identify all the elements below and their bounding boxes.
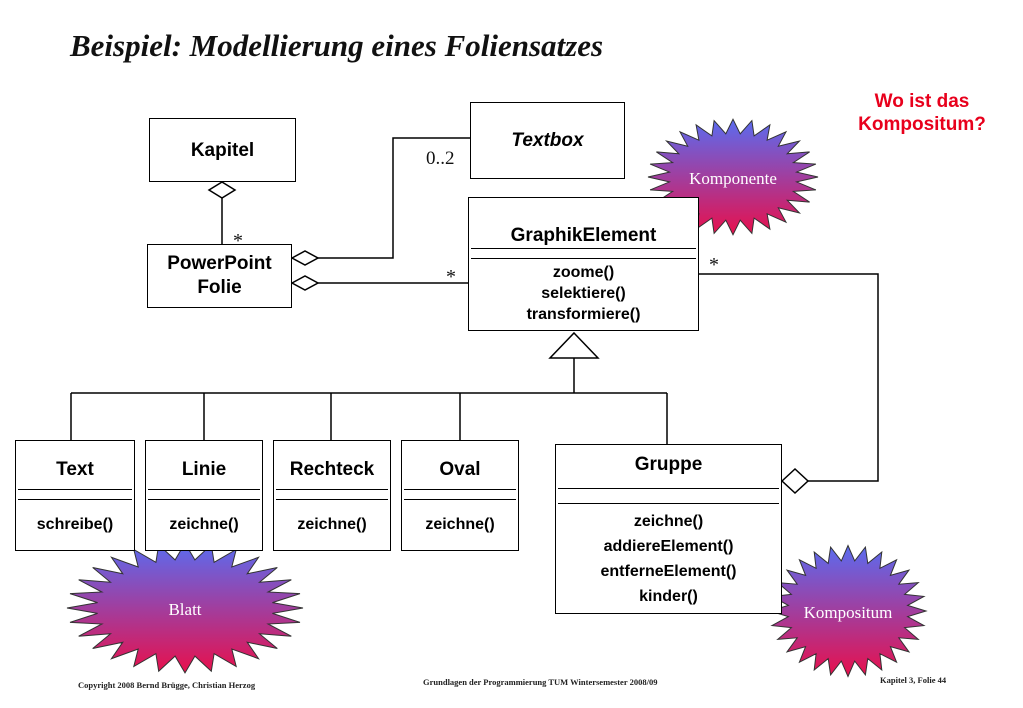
graphik-gruppe-multiplicity: * xyxy=(709,254,719,276)
class-oval-op: zeichne() xyxy=(425,516,495,533)
class-gruppe-name: Gruppe xyxy=(634,454,703,475)
text-separator-2 xyxy=(18,499,132,500)
class-graphikelement: GraphikElement zoome() selektiere() tran… xyxy=(468,197,699,331)
gruppe-op-kinder: kinder() xyxy=(639,588,698,605)
class-linie-op: zeichne() xyxy=(169,516,239,533)
class-kapitel-name: Kapitel xyxy=(190,140,255,161)
gruppe-aggregation-diamond xyxy=(780,467,810,495)
class-linie: Linie zeichne() xyxy=(145,440,263,551)
graphik-op-transformiere: transformiere() xyxy=(526,306,641,323)
class-text-name: Text xyxy=(56,459,94,480)
gruppe-op-zeichne: zeichne() xyxy=(633,513,704,530)
gruppe-op-entferneelement: entferneElement() xyxy=(600,563,737,580)
rechteck-separator-2 xyxy=(276,499,388,500)
oval-separator-2 xyxy=(404,499,516,500)
rechteck-separator-1 xyxy=(276,489,388,490)
class-text-op: schreibe() xyxy=(36,516,114,533)
gruppe-separator-2 xyxy=(558,503,779,504)
textbox-multiplicity: 0..2 xyxy=(426,148,455,169)
text-separator-1 xyxy=(18,489,132,490)
kompositum-starburst: Kompositum xyxy=(768,544,928,678)
class-oval: Oval zeichne() xyxy=(401,440,519,551)
class-textbox-name: Textbox xyxy=(511,130,584,151)
class-rechteck: Rechteck zeichne() xyxy=(273,440,391,551)
class-textbox: Textbox xyxy=(470,102,625,179)
class-oval-name: Oval xyxy=(439,459,481,480)
folie-textbox-diamond xyxy=(290,250,320,266)
blatt-starburst: Blatt xyxy=(66,542,304,674)
graphik-op-selektiere: selektiere() xyxy=(541,285,626,302)
class-kapitel: Kapitel xyxy=(149,118,296,182)
class-rechteck-op: zeichne() xyxy=(297,516,367,533)
gruppe-separator-1 xyxy=(558,488,779,489)
linie-separator-1 xyxy=(148,489,260,490)
footer-course: Grundlagen der Programmierung TUM Winter… xyxy=(423,677,658,687)
slide-title: Beispiel: Modellierung eines Foliensatze… xyxy=(70,28,604,63)
graphik-separator-2 xyxy=(471,258,696,259)
class-powerpoint-folie: PowerPoint Folie xyxy=(147,244,292,308)
inheritance-triangle xyxy=(548,331,600,359)
class-gruppe: Gruppe zeichne() addiereElement() entfer… xyxy=(555,444,782,614)
footer-slide-number: Kapitel 3, Folie 44 xyxy=(880,675,947,685)
folie-textbox-line xyxy=(318,137,470,259)
graphik-gruppe-line xyxy=(698,273,879,482)
question-line-1: Wo ist das xyxy=(874,91,970,112)
folie-graphik-multiplicity: * xyxy=(446,266,456,288)
class-powerpoint-folie-line1: PowerPoint xyxy=(167,253,272,274)
graphik-separator-1 xyxy=(471,248,696,249)
class-graphikelement-name: GraphikElement xyxy=(510,225,657,246)
komponente-label: Komponente xyxy=(689,169,777,188)
linie-separator-2 xyxy=(148,499,260,500)
footer-copyright: Copyright 2008 Bernd Brügge, Christian H… xyxy=(78,680,256,690)
graphik-op-zoome: zoome() xyxy=(552,264,615,281)
gruppe-op-addiereelement: addiereElement() xyxy=(603,538,734,555)
kompositum-label: Kompositum xyxy=(804,603,893,622)
class-graphikelement-ops: zoome() selektiere() transformiere() xyxy=(469,262,698,325)
blatt-label: Blatt xyxy=(168,600,201,619)
oval-separator-1 xyxy=(404,489,516,490)
folie-graphik-diamond xyxy=(290,275,320,291)
kapitel-aggregation-diamond xyxy=(207,181,237,199)
kapitel-folie-multiplicity: * xyxy=(233,230,243,252)
class-gruppe-ops: zeichne() addiereElement() entferneEleme… xyxy=(556,509,781,609)
class-rechteck-name: Rechteck xyxy=(289,459,375,480)
class-text: Text schreibe() xyxy=(15,440,135,551)
question-text: Wo ist das Kompositum? xyxy=(828,90,1016,136)
class-powerpoint-folie-line2: Folie xyxy=(197,277,242,298)
class-linie-name: Linie xyxy=(181,459,227,480)
question-line-2: Kompositum? xyxy=(858,114,986,135)
